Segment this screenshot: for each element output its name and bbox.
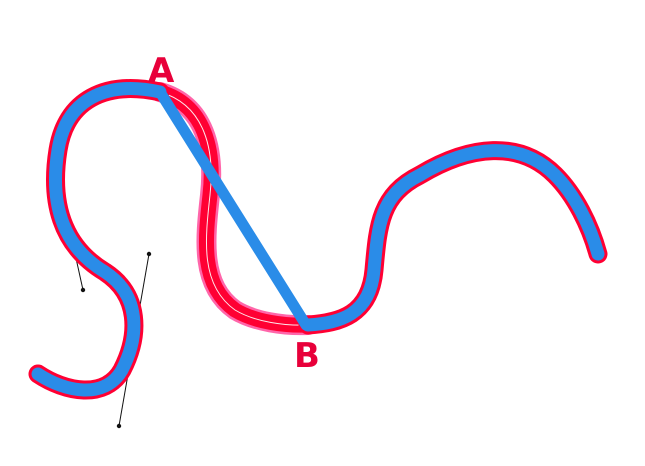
label-point-a: A	[148, 51, 175, 91]
main-curve-group	[28, 79, 608, 400]
red-curve-inner-highlight	[159, 91, 309, 326]
red-curve-group	[150, 82, 318, 336]
control-handle-point-3[interactable]	[116, 423, 122, 429]
label-point-b: B	[294, 336, 320, 376]
main-curve-blue[interactable]	[31, 82, 605, 397]
straight-segment-a-b[interactable]	[154, 86, 312, 331]
control-handle-point-1[interactable]	[80, 287, 86, 293]
control-handle-point-2[interactable]	[146, 251, 152, 257]
